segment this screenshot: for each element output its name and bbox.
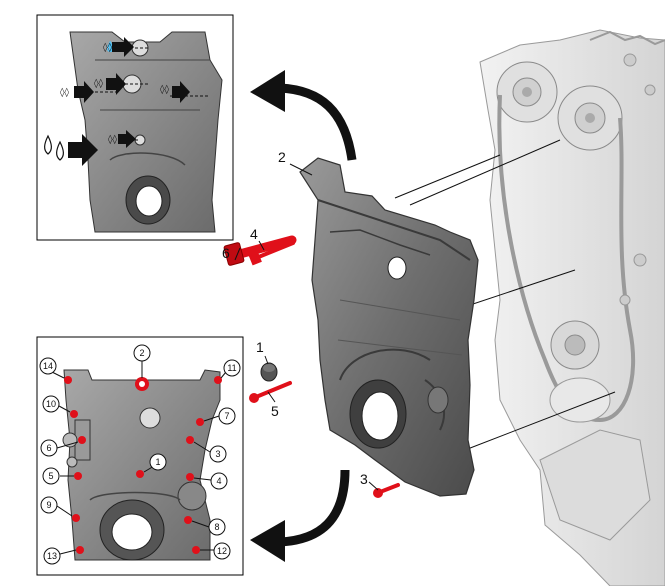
sealant-application-inset: 💧 ◊◊ ◊◊ ◊◊ ◊◊ ◊◊ <box>36 14 234 241</box>
svg-text:7: 7 <box>224 411 229 421</box>
bolt-position-3 <box>186 436 194 444</box>
bolt-position-10 <box>70 410 78 418</box>
svg-text:◊◊: ◊◊ <box>160 84 169 95</box>
sealant-marker-1: 💧 ◊◊ <box>103 37 134 57</box>
alignment-lines <box>394 139 616 451</box>
callout-part-2: 2 <box>278 149 286 165</box>
sealant-drop-icon <box>44 134 52 155</box>
bolt-positions <box>64 376 222 554</box>
bolt-position-8 <box>184 516 192 524</box>
pointer-arrow-icon <box>68 134 98 166</box>
bolt-position-9 <box>72 514 80 522</box>
bolt-position-7 <box>196 418 204 426</box>
bolt-position-4 <box>186 473 194 481</box>
svg-text:◊◊: ◊◊ <box>108 134 117 145</box>
timing-chain <box>497 94 636 423</box>
curved-arrow-icon-upper <box>250 70 357 161</box>
tightening-sequence-inset: 1 2 3 4 5 6 7 8 9 10 11 12 13 14 <box>36 336 244 576</box>
sealant-marker-5: ◊◊ <box>108 130 136 148</box>
bolt-position-14 <box>64 376 72 384</box>
svg-text:◊◊: ◊◊ <box>94 78 103 89</box>
curved-arrow-icon-lower <box>250 469 350 562</box>
sequence-label-9: 9 <box>40 496 58 514</box>
callout-part-4: 4 <box>250 226 258 242</box>
sequence-label-2: 2 <box>133 344 151 362</box>
svg-text:3: 3 <box>215 449 220 459</box>
part-1-plug <box>260 362 278 382</box>
sequence-label-13: 13 <box>43 547 61 565</box>
callout-part-1: 1 <box>256 339 264 355</box>
bolt-position-6 <box>78 436 86 444</box>
engine-block <box>479 29 665 586</box>
bolt-position-5 <box>74 472 82 480</box>
sequence-label-7: 7 <box>218 407 236 425</box>
cam-sprocket-right <box>557 85 623 151</box>
svg-text:12: 12 <box>217 546 227 556</box>
callout-part-6: 6 <box>222 245 230 261</box>
svg-text:14: 14 <box>43 361 53 371</box>
pointer-arrow-icon <box>172 81 190 103</box>
svg-text:5: 5 <box>48 471 53 481</box>
timing-chain-cover <box>299 157 479 497</box>
svg-text:1: 1 <box>155 457 160 467</box>
sealant-drop-icon <box>56 140 64 161</box>
pointer-arrow-icon <box>112 37 134 57</box>
sequence-label-8: 8 <box>208 518 226 536</box>
svg-text:10: 10 <box>46 399 56 409</box>
sequence-label-10: 10 <box>42 395 60 413</box>
svg-text:◊◊: ◊◊ <box>60 87 69 98</box>
sequence-label-1: 1 <box>149 453 167 471</box>
svg-text:13: 13 <box>47 551 57 561</box>
bolt-position-13 <box>76 546 84 554</box>
svg-text:8: 8 <box>214 522 219 532</box>
sequence-label-14: 14 <box>39 357 57 375</box>
part-5-bolt <box>249 381 292 403</box>
part-6-bolt <box>223 235 297 266</box>
pointer-arrow-icon <box>74 81 94 103</box>
sequence-label-3: 3 <box>209 445 227 463</box>
sequence-leaders <box>51 360 227 555</box>
sealant-marker-4: ◊◊ <box>160 81 190 103</box>
crank-sprocket <box>550 320 600 370</box>
pointer-arrow-icon <box>106 73 126 95</box>
sequence-label-11: 11 <box>223 359 241 377</box>
pointer-arrow-icon <box>118 130 136 148</box>
callout-leaders <box>234 163 379 491</box>
sequence-label-12: 12 <box>213 542 231 560</box>
bolt-position-1 <box>136 470 144 478</box>
callout-part-3: 3 <box>360 471 368 487</box>
svg-text:2: 2 <box>139 348 144 358</box>
sealant-marker-3: ◊◊ <box>60 81 94 103</box>
svg-text:6: 6 <box>46 443 51 453</box>
sealant-marker-2: ◊◊ <box>94 73 126 95</box>
cam-sprocket-left <box>496 61 558 123</box>
callout-part-5: 5 <box>271 403 279 419</box>
crankshaft-oil-seal-bore <box>349 379 407 449</box>
svg-text:9: 9 <box>46 500 51 510</box>
bolt-position-11 <box>214 376 222 384</box>
svg-text:◊◊: ◊◊ <box>103 42 112 53</box>
sealant-marker-large <box>44 134 98 166</box>
sequence-labels: 1 2 3 4 5 6 7 8 9 10 11 12 13 14 <box>39 344 241 565</box>
sequence-label-6: 6 <box>40 439 58 457</box>
bolt-position-12 <box>192 546 200 554</box>
sequence-label-4: 4 <box>210 472 228 490</box>
sequence-label-5: 5 <box>42 467 60 485</box>
svg-text:4: 4 <box>216 476 221 486</box>
svg-text:11: 11 <box>227 363 236 373</box>
oil-pump-housing <box>549 377 611 423</box>
part-3-bolt <box>373 483 400 498</box>
